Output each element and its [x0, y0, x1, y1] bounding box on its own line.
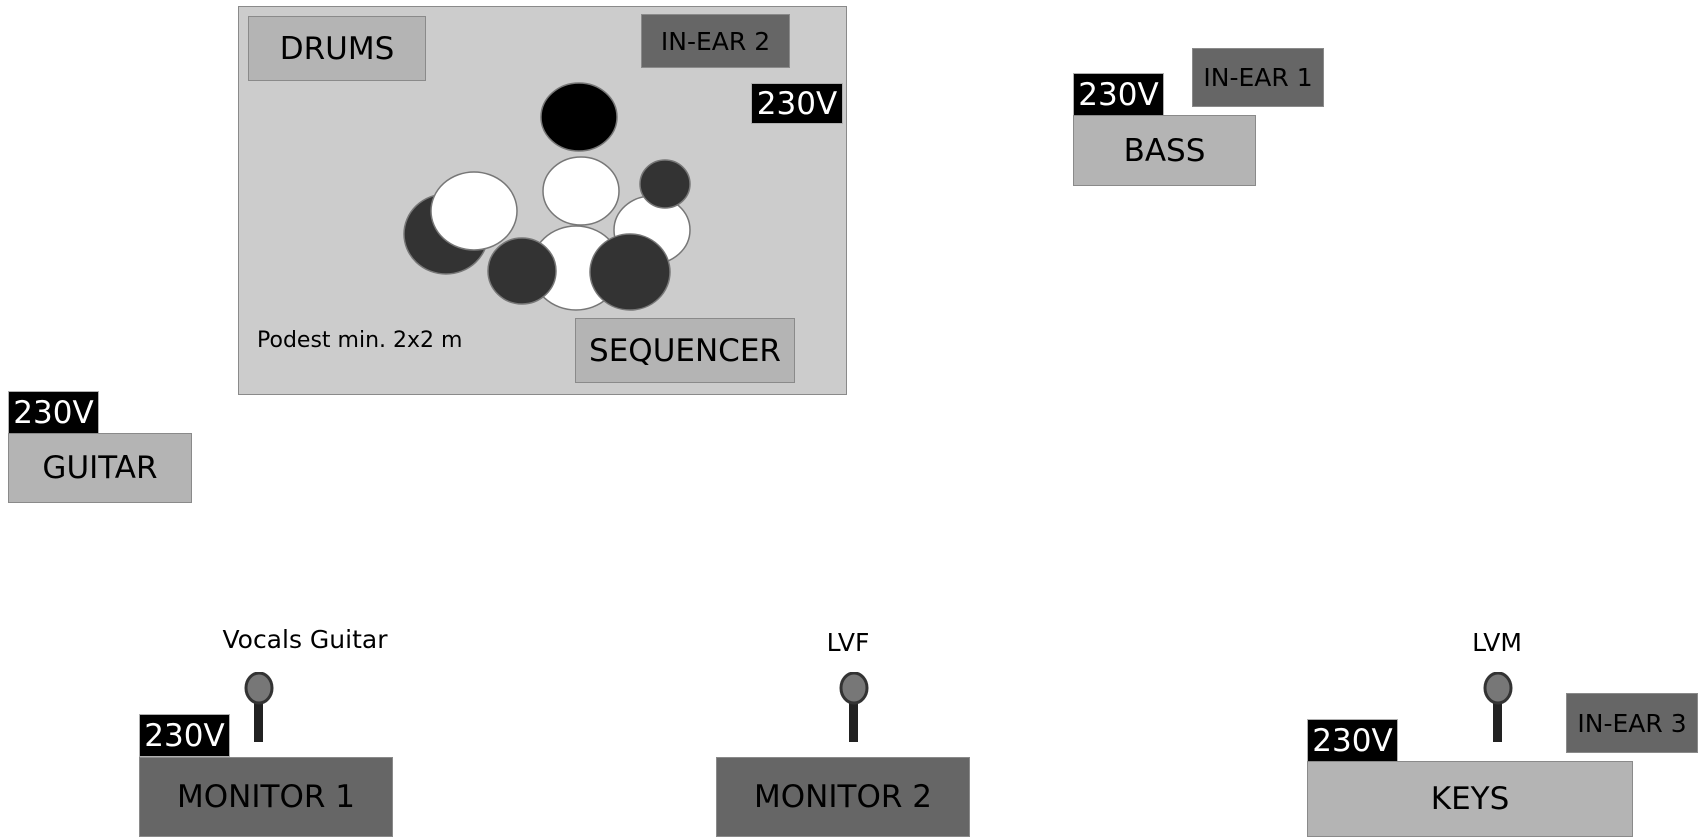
in-ear-1-box: IN-EAR 1 [1192, 48, 1324, 107]
guitar-box: GUITAR [8, 433, 192, 503]
in-ear-2-box: IN-EAR 2 [641, 14, 790, 68]
mic-label-vocals-guitar: Vocals Guitar [222, 625, 388, 654]
in-ear-3-box: IN-EAR 3 [1566, 693, 1698, 753]
drums-label: DRUMS [248, 16, 426, 81]
power-outlet-drums: 230V [751, 83, 843, 124]
power-outlet-guitar: 230V [8, 391, 99, 434]
monitor-2-box: MONITOR 2 [716, 757, 970, 837]
drum-kit-icon [403, 82, 691, 311]
power-outlet-bass: 230V [1073, 73, 1164, 116]
microphone-icon [839, 672, 869, 742]
microphone-icon [1483, 672, 1513, 742]
power-outlet-keys: 230V [1307, 719, 1398, 762]
power-outlet-monitor-1: 230V [139, 714, 230, 757]
mic-label-lvm: LVM [1472, 628, 1522, 657]
podest-note: Podest min. 2x2 m [257, 328, 463, 353]
microphone-icon [244, 672, 274, 742]
keys-box: KEYS [1307, 761, 1633, 837]
sequencer-box: SEQUENCER [575, 318, 795, 383]
bass-box: BASS [1073, 115, 1256, 186]
mic-label-lvf: LVF [826, 628, 870, 657]
monitor-1-box: MONITOR 1 [139, 757, 393, 837]
